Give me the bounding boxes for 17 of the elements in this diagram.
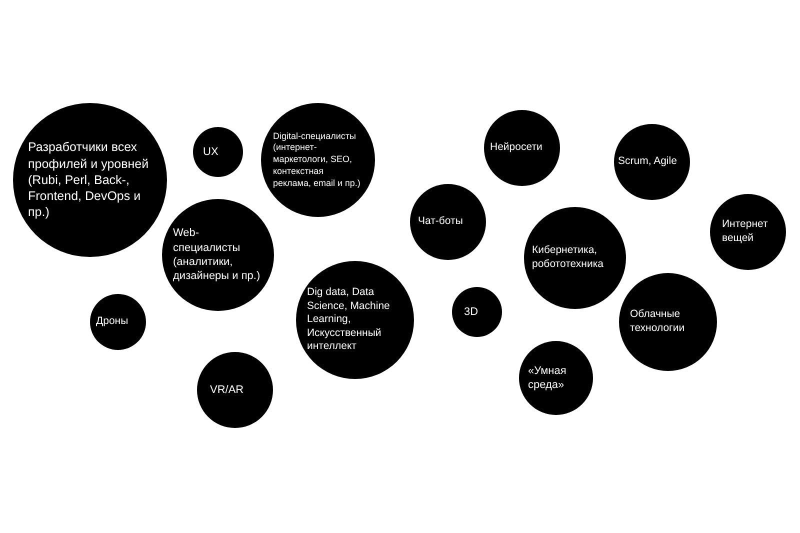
topic-label: Кибернетика, робототехника (532, 244, 604, 272)
topic-label: Чат-боты (418, 215, 464, 229)
topic-label: Digital-специалисты (интернет-маркетологи, SEO, контекстная реклама, email и пр.) (273, 130, 362, 190)
topic-circle (193, 127, 243, 177)
topic-label: Разработчики всех профилей и уровней (Rubi, Perl, Back-, Frontend, DevOps и пр.) (28, 139, 150, 221)
topic-label: 3D (464, 304, 480, 320)
topic-label: Дроны (96, 315, 130, 329)
topic-label: Scrum, Agile (618, 155, 678, 169)
topic-label: Облачные технологии (630, 308, 686, 336)
topic-label: Web-специалисты (аналитики, дизайнеры и пр.) (173, 226, 262, 284)
topic-circle (452, 287, 502, 337)
topic-label: UX (203, 144, 220, 160)
topic-label: «Умная среда» (528, 364, 568, 392)
topic-label: Dig data, Data Science, Machine Learning, Искусственный интеллект (307, 286, 391, 354)
topic-label: Интернет вещей (722, 218, 769, 246)
topic-label: VR/AR (210, 382, 245, 398)
topic-label: Нейросети (490, 141, 544, 155)
